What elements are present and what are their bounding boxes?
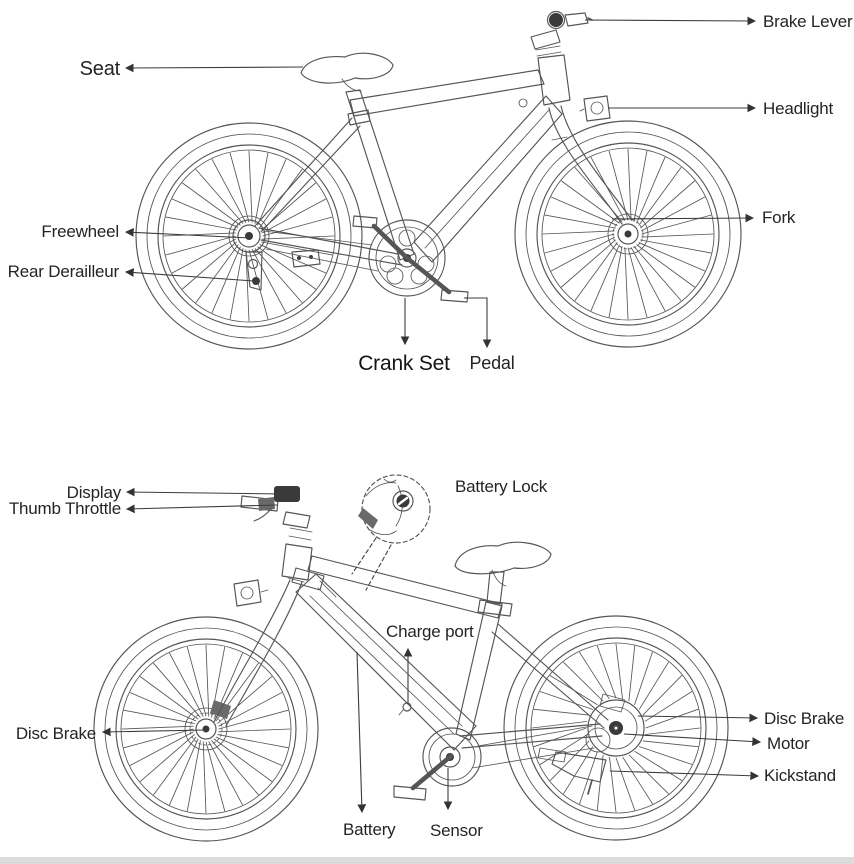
front-wheel [514, 120, 742, 348]
charge-port-part [398, 702, 412, 716]
page-edge-shade [0, 857, 854, 864]
seat-clamp [347, 109, 371, 126]
bottom-bike-drawing [93, 474, 729, 842]
leader-battery [356, 651, 367, 814]
rear-wheel [135, 122, 363, 350]
leader-seat [124, 63, 304, 73]
rear-wheel-bottom-spokes [531, 643, 701, 813]
far-pedal [352, 215, 378, 229]
grip-end [549, 13, 563, 27]
rear-wheel-spokes [163, 150, 335, 322]
leader-motor [623, 733, 762, 746]
leader-fork [611, 213, 755, 223]
label-battery-lock: Battery Lock [455, 477, 548, 496]
thumb-throttle-part [258, 497, 275, 511]
leader-freewheel [124, 227, 251, 239]
top-view-leaders [124, 16, 757, 349]
lock-slot [358, 508, 378, 529]
chainring [368, 219, 446, 297]
brake-lever-bottom [253, 507, 273, 522]
frame-lock-plate [291, 567, 325, 591]
label-charge-port: Charge port [386, 622, 474, 641]
leader-thumb-throttle [125, 504, 278, 514]
frame-bottom [281, 511, 609, 751]
front-wheel-spokes [542, 148, 714, 320]
leader-rear-derailleur [124, 268, 255, 282]
chain-bottom [471, 725, 595, 769]
label-disc-brake-rear: Disc Brake [764, 709, 844, 728]
head-tube-bottom [281, 543, 313, 581]
chainring-bottom [422, 727, 482, 787]
headlight-part [579, 95, 611, 122]
seatpost-clamp [477, 599, 513, 617]
label-battery: Battery [343, 820, 396, 839]
label-freewheel: Freewheel [41, 222, 119, 241]
label-crank-set: Crank Set [358, 352, 450, 375]
chain [263, 230, 379, 272]
label-rear-derailleur: Rear Derailleur [8, 262, 120, 281]
leader-pedal [464, 297, 492, 349]
pedal-bottom [393, 785, 427, 801]
label-fork: Fork [762, 208, 796, 227]
fork-part-bottom [213, 577, 305, 727]
crank-arm-bottom [410, 753, 454, 791]
leader-disc-brake-front [101, 727, 206, 737]
battery-downtube [295, 573, 477, 751]
bottom-view-labels: Display Thumb Throttle Battery Lock Char… [9, 477, 845, 840]
drivetrain [245, 215, 469, 303]
label-thumb-throttle: Thumb Throttle [9, 499, 121, 518]
front-wheel-bottom [93, 616, 319, 842]
chainstay-plate [291, 249, 321, 268]
saddle-bottom [454, 541, 552, 587]
stem [282, 511, 311, 529]
leader-disc-brake-rear [637, 713, 759, 723]
crank-arm [404, 255, 452, 295]
head-tube [537, 54, 571, 106]
label-disc-brake-front: Disc Brake [16, 724, 96, 743]
label-brake-lever: Brake Lever [763, 12, 853, 31]
frame [254, 54, 571, 268]
front-wheel-bottom-spokes [121, 644, 291, 814]
top-bike-drawing [135, 10, 742, 350]
label-headlight: Headlight [763, 99, 834, 118]
handlebar-assembly [530, 10, 593, 57]
display-part [274, 486, 300, 502]
motor-hub [585, 693, 645, 757]
label-seat: Seat [80, 58, 121, 80]
top-view-labels: Seat Brake Lever Headlight Fork Freewhee… [8, 12, 854, 375]
lock-cylinder [392, 490, 414, 512]
drivetrain-bottom [393, 702, 607, 801]
headlight-part-bottom [233, 579, 269, 607]
leader-kickstand [609, 770, 760, 781]
label-sensor: Sensor [430, 821, 483, 840]
front-disc-rotor-bottom [184, 707, 228, 751]
leader-brake-lever [584, 16, 757, 26]
magnifier-circle [361, 474, 431, 544]
kickstand-part [537, 747, 607, 795]
label-motor: Motor [767, 734, 810, 753]
handlebar-assembly-bottom [240, 486, 300, 522]
fork-part [548, 105, 633, 225]
bottom-view-leaders [101, 487, 762, 814]
rear-wheel-bottom [503, 615, 729, 841]
label-pedal: Pedal [469, 353, 514, 373]
saddle [300, 52, 394, 92]
battery-lock-callout [351, 474, 431, 591]
callout-connector-2 [365, 544, 392, 591]
leader-display [125, 487, 285, 497]
rear-derailleur-part [245, 251, 263, 291]
rear-caliper [599, 693, 626, 713]
label-kickstand: Kickstand [764, 766, 836, 785]
callout-connector-1 [351, 537, 377, 575]
pedal-part [440, 289, 469, 303]
brake-lever-part [564, 12, 589, 27]
label-display: Display [67, 483, 122, 502]
